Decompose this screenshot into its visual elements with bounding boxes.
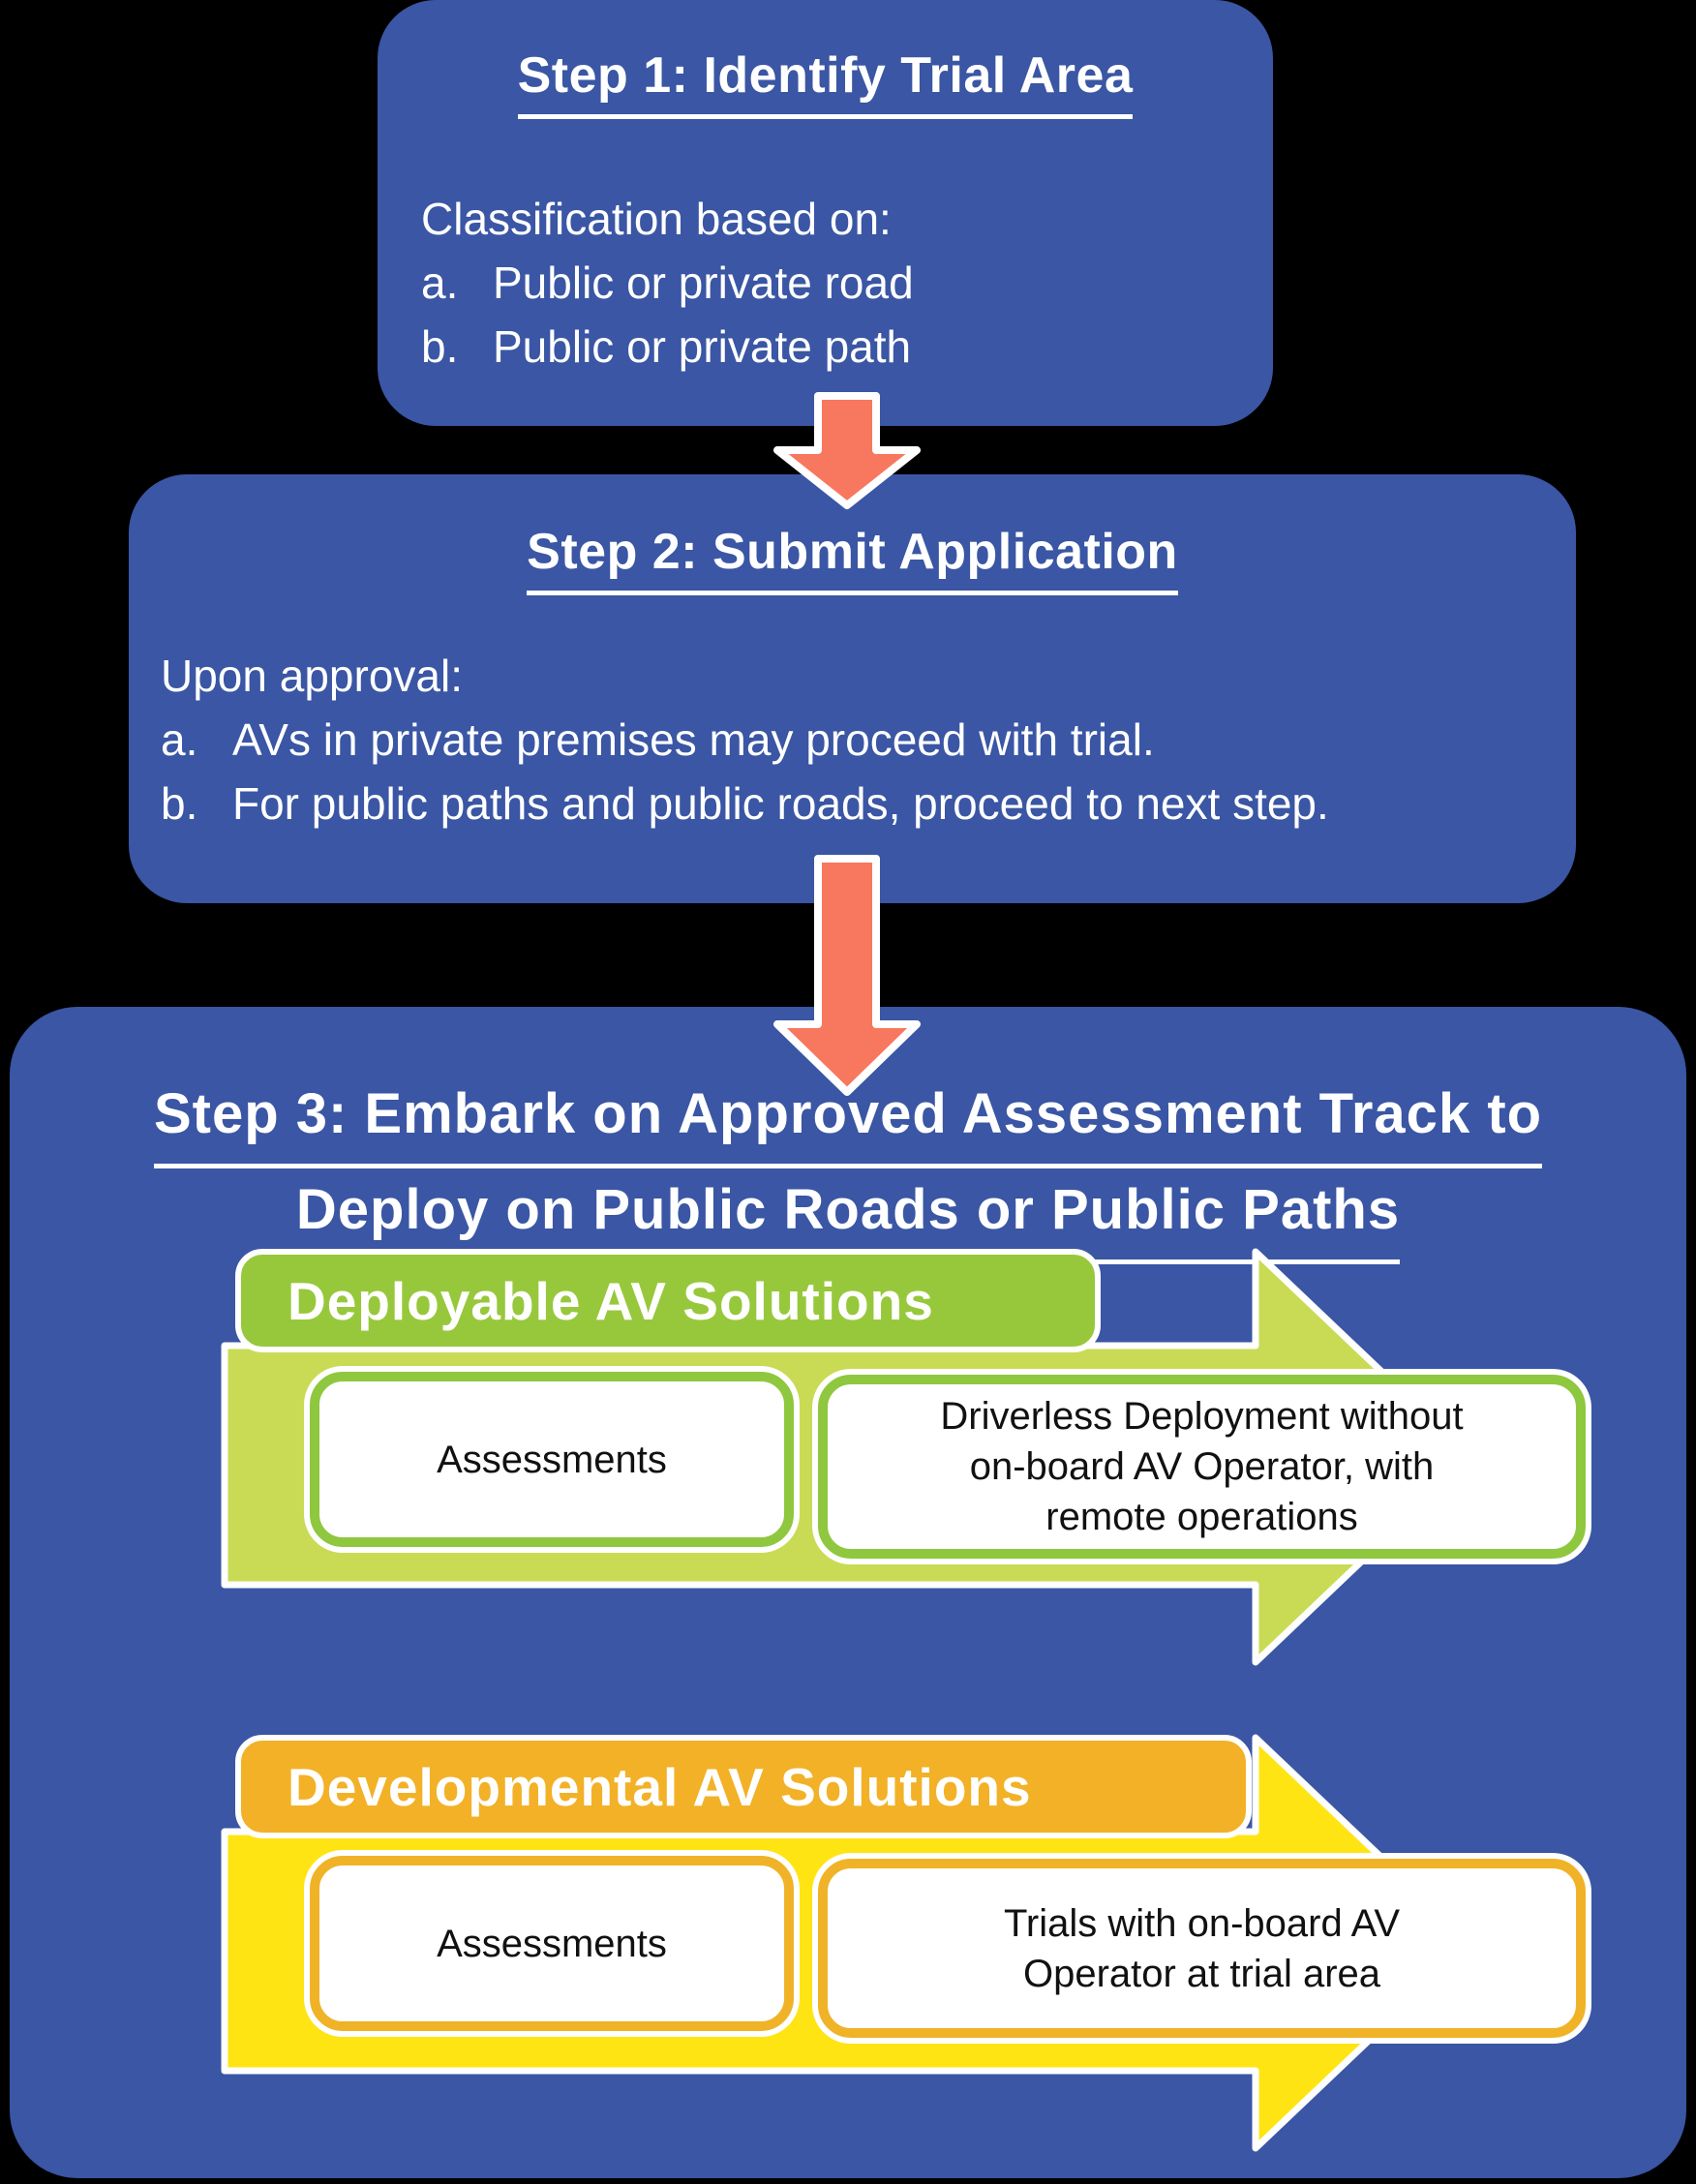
developmental-track-header: Developmental AV Solutions [235, 1735, 1252, 1838]
step1-title: Step 1: Identify Trial Area [378, 0, 1273, 119]
list-marker: a. [161, 714, 198, 765]
step1-body: Classification based on: a. Public or pr… [378, 187, 1273, 379]
outcome-line: remote operations [1045, 1496, 1358, 1538]
outcome-line: Trials with on-board AV [1003, 1901, 1401, 1945]
step2-panel: Step 2: Submit Application Upon approval… [129, 474, 1576, 903]
list-item: a. Public or private road [421, 251, 1273, 315]
outcome-line: Driverless Deployment without [940, 1395, 1464, 1438]
assessments-label: Assessments [437, 1922, 667, 1965]
outcome-line: Operator at trial area [1022, 1952, 1381, 1995]
list-item: a. AVs in private premises may proceed w… [161, 708, 1576, 772]
developmental-header-label: Developmental AV Solutions [288, 1756, 1032, 1817]
step2-body: Upon approval: a. AVs in private premise… [129, 644, 1576, 835]
deployable-track-header: Deployable AV Solutions [235, 1249, 1101, 1352]
step2-title-text: Step 2: Submit Application [527, 523, 1178, 595]
step2-title: Step 2: Submit Application [129, 474, 1576, 595]
step2-intro: Upon approval: [161, 651, 463, 701]
outcome-line: on-board AV Operator, with [969, 1445, 1435, 1488]
step1-title-text: Step 1: Identify Trial Area [517, 46, 1134, 119]
down-arrow-icon [773, 855, 921, 1096]
deployable-assessments-card: Assessments [310, 1372, 794, 1547]
list-item: b. For public paths and public roads, pr… [161, 772, 1576, 835]
assessments-label: Assessments [437, 1438, 667, 1481]
list-text: AVs in private premises may proceed with… [232, 714, 1155, 765]
list-marker: a. [421, 258, 459, 308]
list-item: b. Public or private path [421, 315, 1273, 379]
list-marker: b. [161, 778, 198, 829]
down-arrow-icon [773, 392, 921, 509]
step1-intro: Classification based on: [421, 194, 892, 244]
developmental-outcome-card: Trials with on-board AV Operator at tria… [818, 1859, 1586, 2038]
developmental-assessments-card: Assessments [310, 1856, 794, 2031]
list-marker: b. [421, 321, 459, 372]
list-text: Public or private path [493, 321, 912, 372]
deployable-header-label: Deployable AV Solutions [288, 1270, 934, 1331]
list-text: For public paths and public roads, proce… [232, 778, 1329, 829]
deployable-outcome-card: Driverless Deployment without on-board A… [818, 1375, 1586, 1559]
step1-panel: Step 1: Identify Trial Area Classificati… [378, 0, 1273, 426]
list-text: Public or private road [493, 258, 914, 308]
